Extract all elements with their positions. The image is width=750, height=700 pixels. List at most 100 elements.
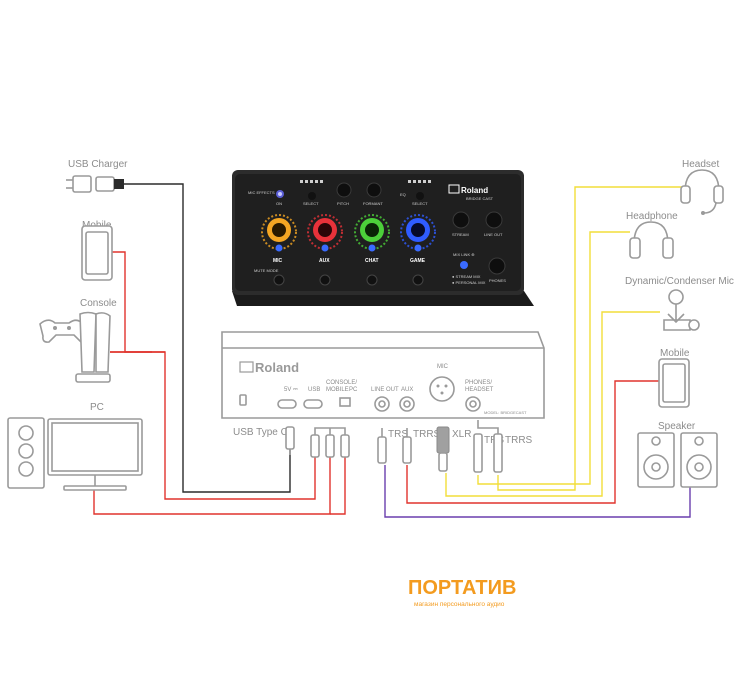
wire-pc (93, 448, 331, 515)
svg-text:MUTE MODE: MUTE MODE (254, 268, 279, 273)
wire-mobile-right (406, 380, 659, 504)
headphone-label: Headphone (626, 211, 678, 222)
svg-text:PHONES/: PHONES/ (465, 380, 492, 386)
svg-text:5V ⎓: 5V ⎓ (284, 387, 298, 393)
svg-text:FORMANT: FORMANT (363, 201, 383, 206)
aux-mute-button[interactable] (321, 244, 329, 252)
svg-text:USB: USB (308, 387, 320, 393)
mic-channel-button[interactable] (273, 274, 285, 286)
stream-knob[interactable] (452, 211, 470, 229)
wire-pc-2 (330, 448, 346, 515)
wire-speaker (384, 465, 691, 518)
svg-text:ПОРТАТИВ: ПОРТАТИВ (408, 577, 516, 599)
power-usb-port[interactable] (277, 399, 297, 409)
pitch-knob[interactable] (336, 182, 352, 198)
svg-text:CONSOLE/: CONSOLE/ (326, 380, 357, 386)
channel-aux: AUX (307, 214, 343, 286)
console-label: Console (80, 298, 117, 309)
svg-text:SELECT: SELECT (303, 201, 319, 206)
svg-text:GAME: GAME (410, 258, 426, 264)
wire-usb-charger (124, 183, 291, 493)
roland-logo: Roland BRIDGE CAST (448, 184, 494, 201)
mic-label: Dynamic/Condenser Mic (625, 276, 734, 287)
formant-knob[interactable] (366, 182, 382, 198)
mix-link-button[interactable] (460, 261, 468, 269)
mobile-label-right: Mobile (660, 348, 690, 359)
wire-mic (445, 311, 660, 497)
svg-text:MOBILE: MOBILE (326, 387, 349, 393)
aux-jack[interactable] (399, 396, 415, 412)
headset-icon (680, 169, 724, 215)
pc-label: PC (90, 402, 104, 413)
xlr-mic-jack[interactable] (429, 376, 455, 402)
svg-text:MIC EFFECTS: MIC EFFECTS (248, 190, 275, 195)
line-out-knob[interactable] (485, 211, 503, 229)
phones-knob[interactable] (488, 257, 506, 275)
svg-text:TRRS: TRRS (413, 429, 441, 440)
portativ-watermark: ПОРТАТИВ магазин персонального аудио (408, 577, 516, 608)
svg-text:EQ: EQ (400, 192, 406, 197)
chat-channel-button[interactable] (366, 274, 378, 286)
connectors: USB Type C TRS TRRS XLR TRS TRRS (233, 420, 533, 473)
console-icon (39, 311, 111, 383)
usb-charger-label: USB Charger (68, 159, 128, 170)
svg-text:● PERSONAL MIX: ● PERSONAL MIX (452, 280, 486, 285)
svg-text:ON: ON (276, 201, 282, 206)
speaker-icon (637, 432, 718, 488)
pc-icon (7, 417, 143, 491)
svg-text:MODEL: BRIDGECAST: MODEL: BRIDGECAST (484, 410, 527, 415)
wire-headset (497, 186, 682, 491)
svg-text:MIC: MIC (437, 364, 449, 370)
mic-mute-button[interactable] (275, 244, 283, 252)
game-channel-button[interactable] (412, 274, 424, 286)
mic-effects-button-ring (278, 192, 282, 196)
svg-text:LINE OUT: LINE OUT (371, 387, 399, 393)
svg-text:PITCH: PITCH (337, 201, 349, 206)
svg-text:MIC: MIC (273, 258, 283, 264)
svg-text:USB Type C: USB Type C (233, 427, 288, 438)
svg-text:STREAM: STREAM (452, 232, 469, 237)
microphone-icon (663, 289, 700, 331)
right-select-button[interactable] (416, 192, 424, 200)
rear-roland-logo: Roland (239, 360, 299, 375)
mobile-icon-right (658, 358, 690, 408)
usb-port[interactable] (303, 399, 323, 409)
svg-text:магазин персонального аудио: магазин персонального аудио (414, 601, 505, 608)
svg-text:AUX: AUX (401, 387, 413, 393)
svg-text:PC: PC (349, 387, 358, 393)
usb-charger-icon (66, 175, 124, 193)
svg-text:CHAT: CHAT (365, 258, 379, 264)
svg-text:Roland: Roland (461, 186, 488, 195)
bridge-cast-device: Roland BRIDGE CAST MIC EFFECTS ON SELECT… (232, 170, 534, 306)
rear-panel: Roland 5V ⎓ USB CONSOLE/ MOBILE PC LINE … (221, 331, 545, 419)
headphone-icon (629, 221, 674, 259)
speaker-label: Speaker (658, 421, 696, 432)
phones-jack[interactable] (465, 396, 481, 412)
kensington-slot (239, 394, 247, 406)
svg-text:AUX: AUX (319, 258, 330, 264)
channel-mic: MIC (261, 214, 297, 286)
wire-headphone (477, 231, 630, 485)
aux-channel-button[interactable] (319, 274, 331, 286)
svg-text:SELECT: SELECT (412, 201, 428, 206)
svg-text:HEADSET: HEADSET (465, 387, 494, 393)
svg-text:Roland: Roland (255, 360, 299, 375)
mobile-icon (81, 225, 113, 281)
svg-text:TRS: TRS (388, 429, 408, 440)
line-out-jack[interactable] (374, 396, 390, 412)
svg-text:TRRS: TRRS (505, 435, 533, 446)
channel-game: GAME (400, 214, 436, 286)
game-mute-button[interactable] (414, 244, 422, 252)
wires (93, 183, 691, 518)
console-pc-switch[interactable] (339, 397, 351, 407)
svg-text:PHONES: PHONES (489, 278, 506, 283)
channel-chat: CHAT (354, 214, 390, 286)
headset-label: Headset (682, 159, 719, 170)
chat-mute-button[interactable] (368, 244, 376, 252)
svg-text:XLR: XLR (452, 429, 471, 440)
svg-text:● STREAM MIX: ● STREAM MIX (452, 274, 481, 279)
svg-text:MIX LINK ⊕: MIX LINK ⊕ (453, 252, 475, 257)
svg-text:BRIDGE CAST: BRIDGE CAST (466, 196, 494, 201)
left-select-button[interactable] (308, 192, 316, 200)
